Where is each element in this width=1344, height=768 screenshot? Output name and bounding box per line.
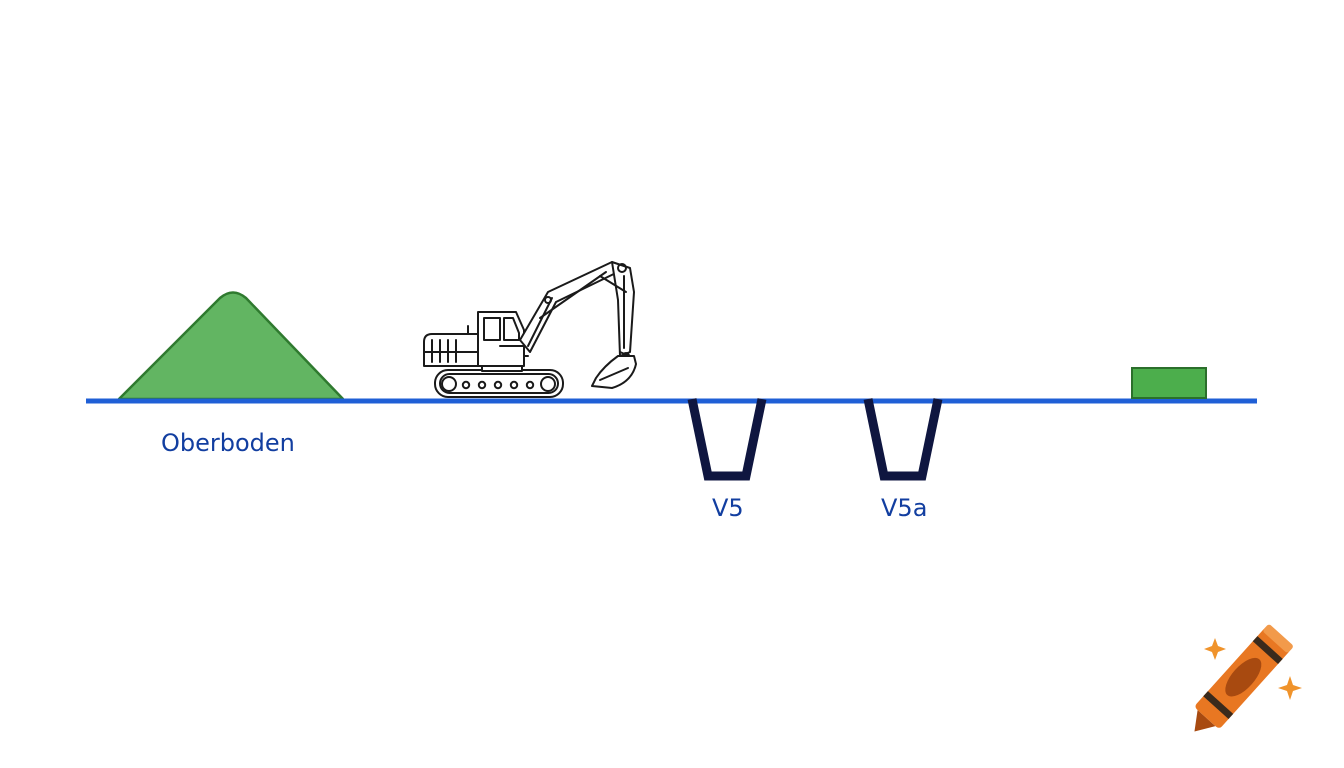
- trench-v5-label: V5: [712, 494, 744, 522]
- sparkle-icon: [1278, 676, 1302, 700]
- topsoil-pile: [117, 291, 345, 401]
- topsoil-label: Oberboden: [161, 429, 295, 457]
- crayon-logo-icon: [1194, 624, 1302, 732]
- trench-v5a: [863, 398, 943, 481]
- excavator-icon: [423, 261, 637, 398]
- trench-v5: [687, 398, 767, 481]
- sparkle-icon: [1204, 638, 1226, 660]
- green-block: [1131, 367, 1207, 399]
- trench-v5a-label: V5a: [881, 494, 928, 522]
